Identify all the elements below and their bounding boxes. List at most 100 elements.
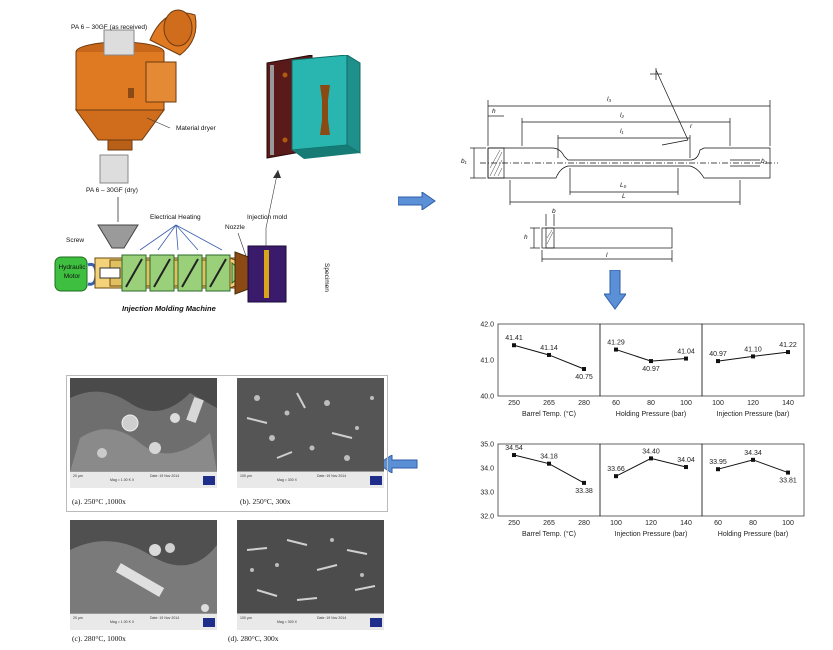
x-tick-label: 80 bbox=[647, 400, 655, 407]
data-point bbox=[649, 359, 653, 364]
hydraulic-motor-icon bbox=[54, 256, 88, 292]
data-point bbox=[716, 467, 720, 472]
dim-l3: l₃ bbox=[607, 96, 612, 103]
x-tick-label: 120 bbox=[747, 400, 759, 407]
y-tick-label: 34.0 bbox=[480, 466, 494, 473]
mold-label: Injection mold bbox=[247, 214, 288, 221]
dim-h: h bbox=[492, 108, 496, 115]
x-axis-label: Injection Pressure (bar) bbox=[717, 411, 790, 418]
x-tick-label: 280 bbox=[578, 400, 590, 407]
x-tick-label: 80 bbox=[749, 520, 757, 527]
y-tick-label: 40.0 bbox=[480, 394, 494, 401]
x-tick-label: 100 bbox=[680, 400, 692, 407]
arrow-right-icon bbox=[398, 192, 436, 210]
data-label: 34.04 bbox=[677, 457, 695, 464]
heating-label: Electrical Heating bbox=[150, 214, 201, 221]
data-point bbox=[684, 465, 688, 470]
x-axis-label: Holding Pressure (bar) bbox=[718, 531, 788, 538]
dim-l1: l₁ bbox=[620, 128, 624, 135]
data-point bbox=[649, 456, 653, 461]
data-point bbox=[512, 343, 516, 348]
data-label: 41.22 bbox=[779, 342, 797, 349]
x-tick-label: 60 bbox=[714, 520, 722, 527]
x-axis-label: Barrel Temp. (°C) bbox=[522, 530, 576, 538]
sem-caption-c: (c). 280°C, 1000x bbox=[72, 634, 126, 643]
data-label: 41.14 bbox=[540, 345, 558, 352]
data-label: 33.66 bbox=[607, 466, 625, 473]
x-tick-label: 60 bbox=[612, 400, 620, 407]
nozzle-label: Nozzle bbox=[225, 224, 245, 231]
data-point bbox=[614, 347, 618, 352]
y-tick-label: 42.0 bbox=[480, 322, 494, 329]
sem-caption-d: (d). 280°C, 300x bbox=[228, 634, 279, 643]
x-tick-label: 250 bbox=[508, 520, 520, 527]
dim-L: L bbox=[622, 193, 626, 200]
data-label: 41.41 bbox=[505, 335, 523, 342]
data-point bbox=[751, 354, 755, 359]
x-tick-label: 265 bbox=[543, 520, 555, 527]
dim-l2: l₂ bbox=[620, 112, 624, 119]
dim-h2: h bbox=[524, 234, 528, 241]
data-label: 34.40 bbox=[642, 448, 660, 455]
pellet-dry-icon bbox=[99, 154, 129, 184]
pellet-icon bbox=[103, 29, 135, 56]
x-tick-label: 280 bbox=[578, 520, 590, 527]
motor-label: Hydraulic Motor bbox=[58, 264, 86, 280]
x-tick-label: 140 bbox=[680, 520, 692, 527]
injection-mold-3d-icon bbox=[266, 55, 361, 159]
x-tick-label: 100 bbox=[610, 520, 622, 527]
dim-b: b bbox=[552, 208, 556, 215]
dim-l0: L₀ bbox=[620, 182, 627, 189]
dim-r: r bbox=[690, 123, 693, 130]
sem-caption-b: (b). 250°C, 300x bbox=[240, 497, 291, 506]
x-tick-label: 120 bbox=[645, 520, 657, 527]
dim-b2: b₂ bbox=[761, 158, 768, 165]
data-label: 41.04 bbox=[677, 349, 695, 356]
data-label: 34.18 bbox=[540, 454, 558, 461]
x-axis-label: Injection Pressure (bar) bbox=[615, 531, 688, 538]
x-tick-label: 250 bbox=[508, 400, 520, 407]
data-point bbox=[582, 367, 586, 371]
y-tick-label: 32.0 bbox=[480, 514, 494, 521]
arrow-down-icon bbox=[604, 270, 626, 310]
x-tick-label: 100 bbox=[782, 520, 794, 527]
x-axis-label: Holding Pressure (bar) bbox=[616, 411, 686, 418]
series-line bbox=[615, 457, 687, 477]
data-label: 40.97 bbox=[709, 351, 727, 358]
data-label: 33.38 bbox=[575, 488, 593, 495]
data-point bbox=[547, 461, 551, 466]
data-label: 33.95 bbox=[709, 459, 727, 466]
specimen-drawing: l₃ l₂ l₁ L₀ L r h b₁ b₂ b h l bbox=[460, 60, 780, 270]
dryer-label: Material dryer bbox=[176, 125, 216, 132]
panel-frame bbox=[701, 323, 805, 397]
data-point bbox=[751, 457, 755, 462]
y-tick-label: 41.0 bbox=[480, 358, 494, 365]
dim-l: l bbox=[606, 252, 608, 259]
x-tick-label: 100 bbox=[712, 400, 724, 407]
data-label: 41.29 bbox=[607, 340, 625, 347]
x-tick-label: 265 bbox=[543, 400, 555, 407]
pellet-top-label: PA 6 – 30GF (as received) bbox=[71, 24, 148, 31]
data-label: 33.81 bbox=[779, 478, 797, 485]
dryer-icon bbox=[75, 9, 197, 151]
data-point bbox=[582, 480, 586, 485]
data-label: 40.75 bbox=[575, 374, 593, 381]
injection-molding-illustration: PA 6 – 30GF (as received) Material dryer… bbox=[0, 0, 330, 320]
pellet-dry-label: PA 6 – 30GF (dry) bbox=[86, 187, 138, 194]
screw-label: Screw bbox=[66, 237, 85, 244]
data-label: 41.10 bbox=[744, 346, 762, 353]
x-tick-label: 140 bbox=[782, 400, 794, 407]
data-label: 34.34 bbox=[744, 450, 762, 457]
sem-frame-top bbox=[66, 375, 388, 512]
y-tick-label: 33.0 bbox=[480, 490, 494, 497]
data-label: 40.97 bbox=[642, 366, 660, 373]
data-point bbox=[716, 359, 720, 364]
sem-caption-a: (a). 250°C ,1000x bbox=[72, 497, 126, 506]
data-point bbox=[547, 352, 551, 357]
machine-title: Injection Molding Machine bbox=[122, 304, 216, 313]
data-point bbox=[684, 356, 688, 361]
